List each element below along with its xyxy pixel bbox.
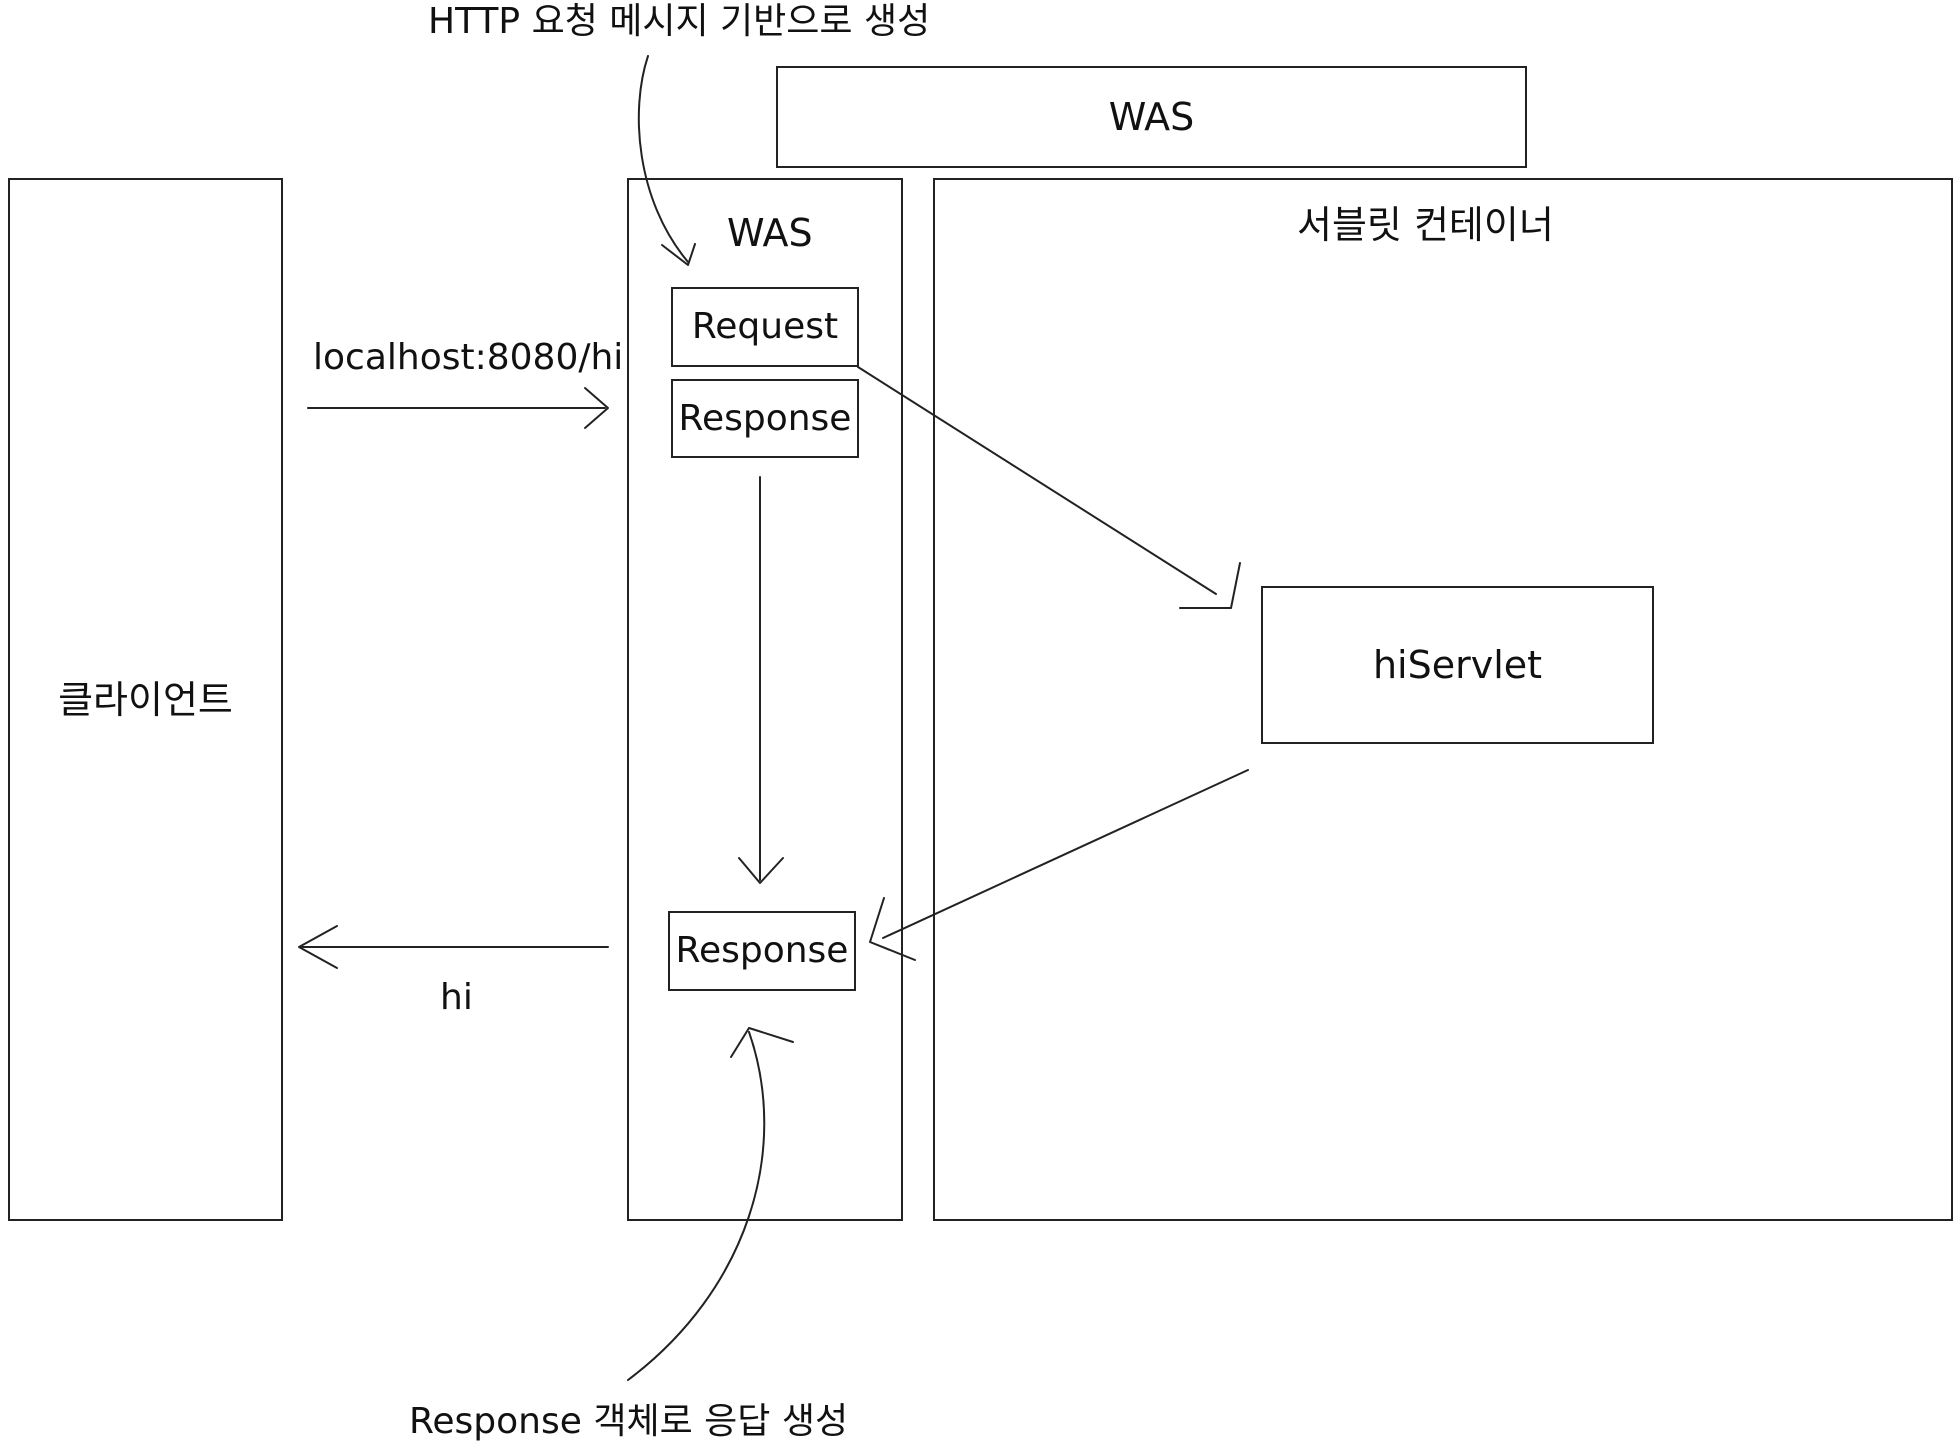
response-annotation: Response 객체로 응답 생성	[409, 1401, 849, 1442]
client-box: 클라이언트	[8, 178, 283, 1221]
response-arrowhead	[298, 925, 338, 969]
client-label: 클라이언트	[58, 677, 233, 722]
response-bottom-label: Response	[675, 930, 849, 971]
request-box: Request	[671, 287, 859, 367]
response-box-top: Response	[671, 379, 859, 458]
response-body-label: hi	[440, 977, 473, 1018]
response-top-label: Response	[678, 397, 852, 439]
hiservlet-box: hiServlet	[1261, 586, 1654, 744]
request-annotation: HTTP 요청 메시지 기반으로 생성	[428, 1, 931, 42]
servlet-container-label: 서블릿 컨테이너	[1297, 203, 1554, 247]
hiservlet-label: hiServlet	[1372, 643, 1543, 687]
servlet-container-box	[933, 178, 1953, 1221]
was-header-box: WAS	[776, 66, 1527, 168]
response-box-bottom: Response	[668, 911, 856, 991]
was-header-label: WAS	[1108, 95, 1195, 139]
was-label: WAS	[727, 211, 813, 255]
request-arrowhead	[584, 387, 609, 429]
request-url-label: localhost:8080/hi	[313, 337, 624, 378]
request-label: Request	[691, 306, 839, 347]
